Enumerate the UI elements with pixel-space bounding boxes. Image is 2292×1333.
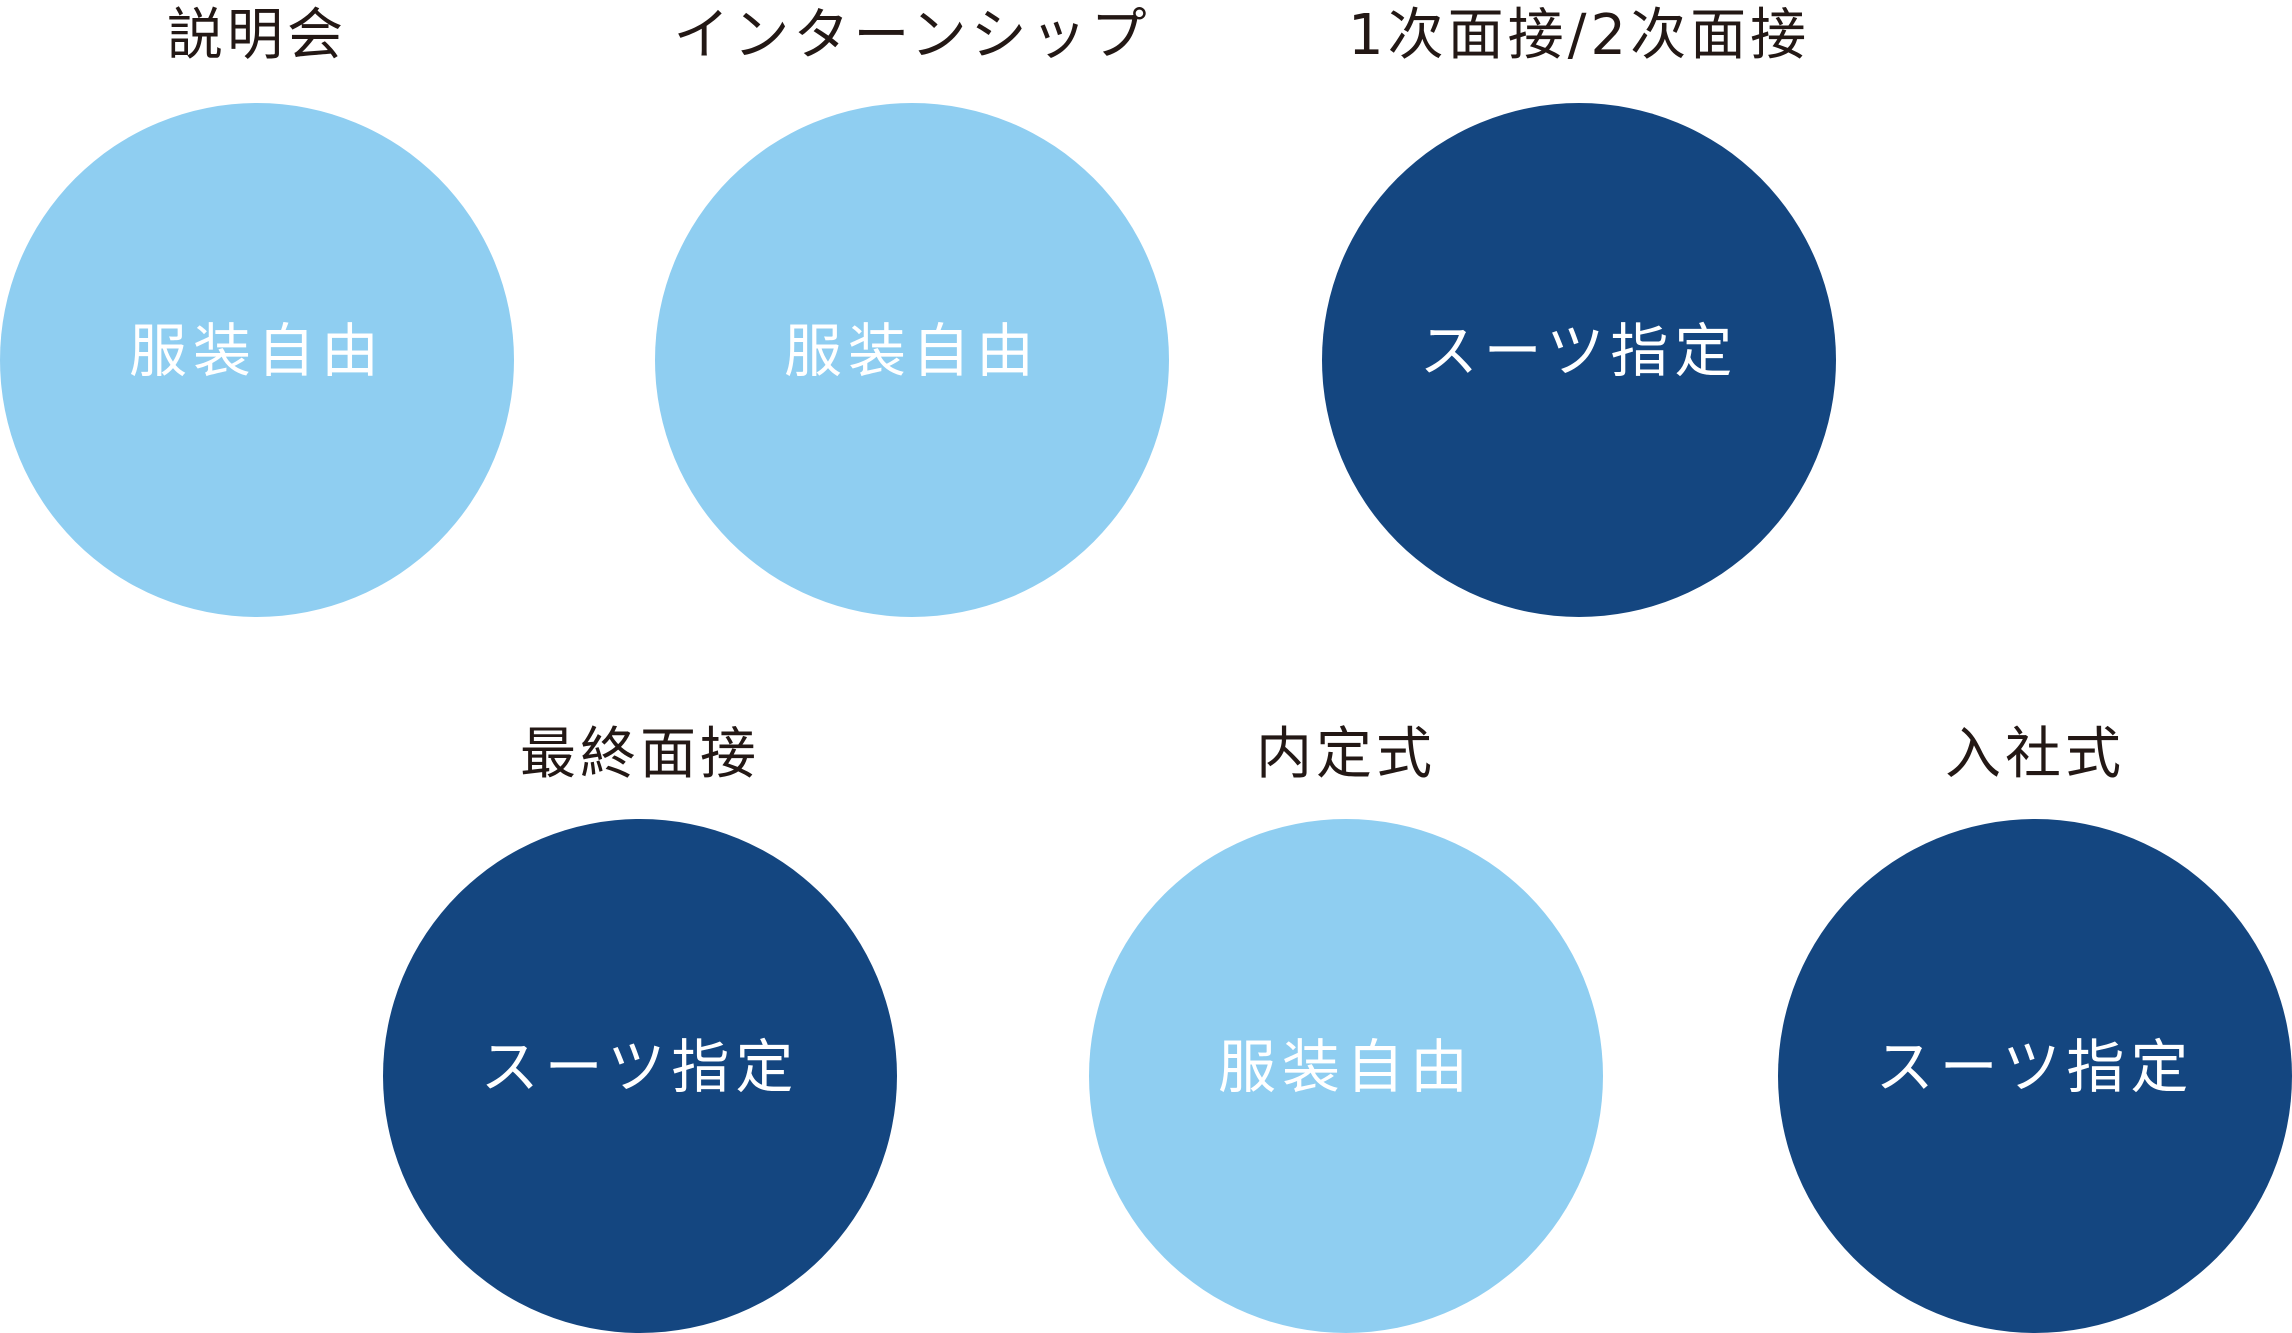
step-final-interview: 最終面接 スーツ指定 xyxy=(383,0,897,1333)
step-entrance-ceremony: 入社式 スーツ指定 xyxy=(1778,0,2292,1333)
dress-code-circle-suit: スーツ指定 xyxy=(1322,103,1836,617)
step-label: 最終面接 xyxy=(520,722,760,787)
dress-code-circle-free: 服装自由 xyxy=(1089,819,1603,1333)
dress-code-text: 服装自由 xyxy=(128,317,385,385)
step-label: 内定式 xyxy=(1256,722,1436,787)
step-label: 説明会 xyxy=(167,3,347,68)
dress-code-circle-free: 服装自由 xyxy=(0,103,514,617)
dress-code-text: 服装自由 xyxy=(783,317,1040,385)
dress-code-text: スーツ指定 xyxy=(480,1033,800,1101)
dress-code-text: 服装自由 xyxy=(1217,1033,1474,1101)
step-label: インターンシップ xyxy=(673,3,1151,68)
dress-code-circle-suit: スーツ指定 xyxy=(383,819,897,1333)
step-offer-ceremony: 内定式 服装自由 xyxy=(1089,0,1603,1333)
step-first-second-interview: 1次面接/2次面接 スーツ指定 xyxy=(1322,0,1836,617)
dress-code-text: スーツ指定 xyxy=(1875,1033,2195,1101)
step-internship: インターンシップ 服装自由 xyxy=(655,0,1169,617)
step-information-session: 説明会 服装自由 xyxy=(0,0,514,617)
dress-code-circle-suit: スーツ指定 xyxy=(1778,819,2292,1333)
dress-code-circle-free: 服装自由 xyxy=(655,103,1169,617)
step-label: 入社式 xyxy=(1945,722,2125,787)
step-label: 1次面接/2次面接 xyxy=(1347,3,1811,68)
dress-code-text: スーツ指定 xyxy=(1419,317,1739,385)
